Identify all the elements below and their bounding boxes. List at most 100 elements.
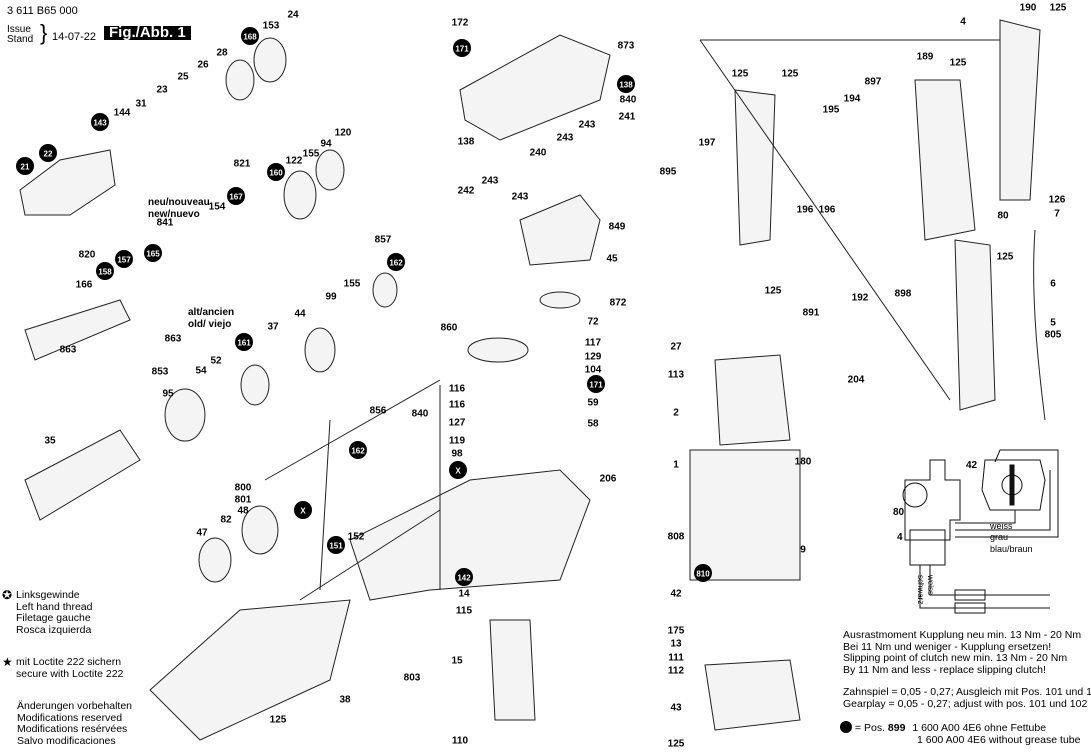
- callout-number: 95: [162, 389, 174, 400]
- callout-120: 120: [335, 128, 352, 139]
- callout-number: 241: [619, 112, 636, 123]
- callout-4: 4: [960, 17, 966, 28]
- callout-number: 165: [146, 250, 160, 259]
- callout-897: 897: [865, 77, 882, 88]
- callout-number: 110: [452, 736, 469, 747]
- callout-number: 167: [229, 193, 243, 202]
- callout-number: 45: [606, 254, 618, 265]
- callout-number: 171: [589, 381, 603, 390]
- wiring-callout-4: 4: [897, 532, 903, 543]
- legend-line: Linksgewinde: [16, 589, 80, 601]
- callout-number: 195: [823, 105, 840, 116]
- gearplay-note: Zahnspiel = 0,05 - 0,27; Ausgleich mit P…: [843, 686, 1091, 710]
- callout-circle: [16, 157, 34, 175]
- callout-857: 857: [375, 235, 392, 246]
- callout-number: 155: [344, 279, 361, 290]
- grease-note: = Pos. 899 1 600 A00 4E6 ohne Fettube 1 …: [840, 721, 1080, 746]
- handle-half-right: [999, 19, 1041, 201]
- callout-95: 95: [162, 389, 174, 400]
- callout-number: 94: [320, 139, 332, 150]
- callout-853: 853: [152, 367, 169, 378]
- wiring-diagram: [902, 449, 1059, 614]
- callout-808: 808: [668, 532, 685, 543]
- callout-873: 873: [618, 41, 635, 52]
- callout-number: 125: [1050, 3, 1067, 14]
- callout-14: 14: [458, 589, 470, 600]
- callout-number: 853: [152, 367, 169, 378]
- callout-number: 59: [587, 398, 599, 409]
- callout-80: 80: [997, 211, 1009, 222]
- loctite-legend: ★ mit Loctite 222 sichern secure with Lo…: [2, 656, 123, 680]
- callout-number: 155: [303, 149, 320, 160]
- legend-line: Left hand thread: [16, 600, 93, 613]
- callout-number: 157: [117, 256, 131, 265]
- callout-number: 38: [339, 695, 351, 706]
- callout-number: 21: [21, 163, 30, 172]
- callout-circle: [235, 333, 253, 351]
- callout-number: 2: [673, 408, 679, 419]
- motor-housing-1: [689, 449, 801, 581]
- callout-number: 122: [286, 156, 303, 167]
- wire-label-weiss: weiss: [989, 521, 1013, 531]
- callout-number: 125: [950, 58, 967, 69]
- callout-856: 856: [370, 406, 387, 417]
- callout-113: 113: [668, 370, 685, 381]
- callout-28: 28: [216, 48, 228, 59]
- callout-number: 153: [263, 21, 280, 32]
- callout-number: 196: [797, 205, 814, 216]
- callout-number: 197: [699, 138, 716, 149]
- callout-number: 44: [294, 309, 306, 320]
- callout-number: 161: [237, 339, 251, 348]
- callout-number: 15: [451, 656, 463, 667]
- callout-5: 5: [1050, 318, 1056, 329]
- callout-circle: [587, 375, 605, 393]
- callout-143: 143: [91, 113, 109, 131]
- spindle: [24, 299, 131, 361]
- callout-number: 840: [412, 409, 429, 420]
- power-cord: [1033, 229, 1046, 421]
- callout-25: 25: [177, 72, 189, 83]
- callout-243: 243: [482, 176, 499, 187]
- callout-241: 241: [619, 112, 636, 123]
- callout-240: 240: [530, 148, 547, 159]
- callout-24: 24: [287, 10, 299, 21]
- callout-152: 152: [348, 532, 365, 543]
- note-line: Slipping point of clutch new min. 13 Nm …: [843, 652, 1068, 664]
- handle-half-left: [734, 89, 776, 246]
- callout-27: 27: [670, 342, 682, 353]
- callout-number: 820: [79, 250, 96, 261]
- handle-body-189: [914, 79, 976, 241]
- callout-circle: [449, 461, 467, 479]
- callout-189: 189: [917, 52, 934, 63]
- callout-number: 99: [325, 292, 337, 303]
- wire-label-blau-braun: blau/braun: [990, 544, 1033, 554]
- callout-243: 243: [579, 120, 596, 131]
- callout-number: 810: [696, 570, 710, 579]
- callout-number: 125: [270, 715, 287, 726]
- callout-number: 194: [844, 94, 861, 105]
- legend-line: Salvo modificaciones: [17, 734, 116, 747]
- wiring-callout-80: 80: [893, 507, 905, 518]
- callout-circle: [267, 163, 285, 181]
- callout-192: 192: [852, 293, 869, 304]
- callout-number: 125: [732, 69, 749, 80]
- callout-number: 162: [351, 447, 365, 456]
- callout-number: 24: [287, 10, 299, 21]
- callout-circle: [115, 250, 133, 268]
- callout-840: 840: [412, 409, 429, 420]
- callout-number: 189: [917, 52, 934, 63]
- callout-number: 160: [269, 169, 283, 178]
- callout-125: 125: [732, 69, 749, 80]
- callout-160: 160: [267, 163, 285, 181]
- callout-800: 800: [235, 483, 252, 494]
- callout-number: 6: [1050, 279, 1056, 290]
- callout-82: 82: [220, 515, 232, 526]
- wiring-callout-42: 42: [966, 460, 978, 471]
- callout-number: 35: [44, 436, 56, 447]
- callout-119: 119: [449, 436, 466, 447]
- callout-168: 168: [241, 27, 259, 45]
- callout-154: 154: [209, 202, 226, 213]
- gear-housing-849: [519, 194, 601, 266]
- callout-circle: [39, 144, 57, 162]
